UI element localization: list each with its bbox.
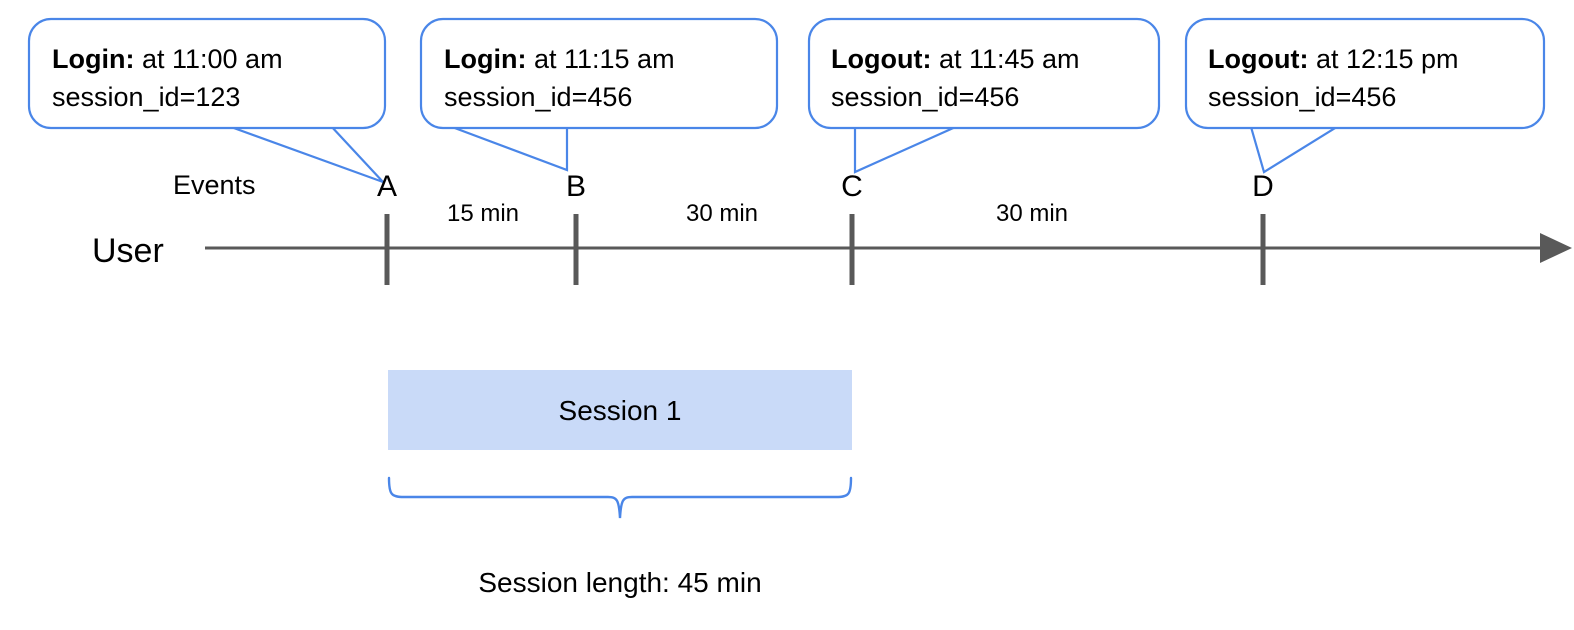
axis-arrow-icon bbox=[1540, 233, 1572, 263]
callout-c-bubble bbox=[807, 17, 1161, 130]
callout-b-lead: Login: bbox=[444, 44, 526, 74]
callout-c-tail bbox=[853, 123, 961, 174]
callout-d-line2: session_id=456 bbox=[1208, 82, 1396, 112]
session-block-label: Session 1 bbox=[559, 395, 682, 426]
marker-labels: A B C D bbox=[377, 170, 1274, 203]
callout-c-line2: session_id=456 bbox=[831, 82, 1019, 112]
marker-label-b: B bbox=[566, 170, 586, 203]
callout-a-bubble bbox=[27, 17, 387, 130]
callout-c[interactable]: Logout: at 11:45 am session_id=456 bbox=[807, 17, 1161, 174]
marker-label-a: A bbox=[377, 170, 397, 203]
callout-b-detail: at 11:15 am bbox=[526, 44, 674, 74]
events-row-label: Events bbox=[173, 170, 256, 200]
callout-b-tail bbox=[451, 123, 569, 172]
marker-label-d: D bbox=[1252, 170, 1274, 203]
callout-b-line2: session_id=456 bbox=[444, 82, 632, 112]
callout-d-line1: Logout: at 12:15 pm bbox=[1208, 44, 1459, 74]
marker-label-c: C bbox=[841, 170, 863, 203]
callout-a-line1: Login: at 11:00 am bbox=[52, 44, 283, 74]
user-lane-label: User bbox=[92, 232, 164, 270]
callout-a[interactable]: Login: at 11:00 am session_id=123 bbox=[27, 17, 387, 184]
callout-d-bubble bbox=[1184, 17, 1546, 130]
gap-label-ab: 15 min bbox=[447, 200, 519, 227]
callout-c-detail: at 11:45 am bbox=[931, 44, 1079, 74]
session-block-rect bbox=[388, 370, 852, 450]
callout-c-lead: Logout: bbox=[831, 44, 931, 74]
callout-d-detail: at 12:15 pm bbox=[1308, 44, 1458, 74]
gap-label-cd: 30 min bbox=[996, 200, 1068, 227]
timeline-axis bbox=[205, 233, 1572, 263]
gap-label-bc: 30 min bbox=[686, 200, 758, 227]
callout-a-lead: Login: bbox=[52, 44, 134, 74]
session-block[interactable]: Session 1 bbox=[388, 370, 852, 450]
callout-c-line1: Logout: at 11:45 am bbox=[831, 44, 1080, 74]
session-span-brace bbox=[387, 476, 853, 519]
callout-a-detail: at 11:00 am bbox=[134, 44, 282, 74]
timeline-ticks bbox=[384, 214, 1266, 285]
gap-labels: 15 min 30 min 30 min bbox=[447, 200, 1068, 227]
callout-d-lead: Logout: bbox=[1208, 44, 1308, 74]
session-length-caption: Session length: 45 min bbox=[478, 567, 761, 598]
callout-b-bubble bbox=[419, 17, 779, 130]
callout-d-tail bbox=[1249, 123, 1345, 174]
callout-b[interactable]: Login: at 11:15 am session_id=456 bbox=[419, 17, 779, 172]
callout-a-line2: session_id=123 bbox=[52, 82, 240, 112]
callout-d[interactable]: Logout: at 12:15 pm session_id=456 bbox=[1184, 17, 1546, 174]
callout-b-line1: Login: at 11:15 am bbox=[444, 44, 675, 74]
